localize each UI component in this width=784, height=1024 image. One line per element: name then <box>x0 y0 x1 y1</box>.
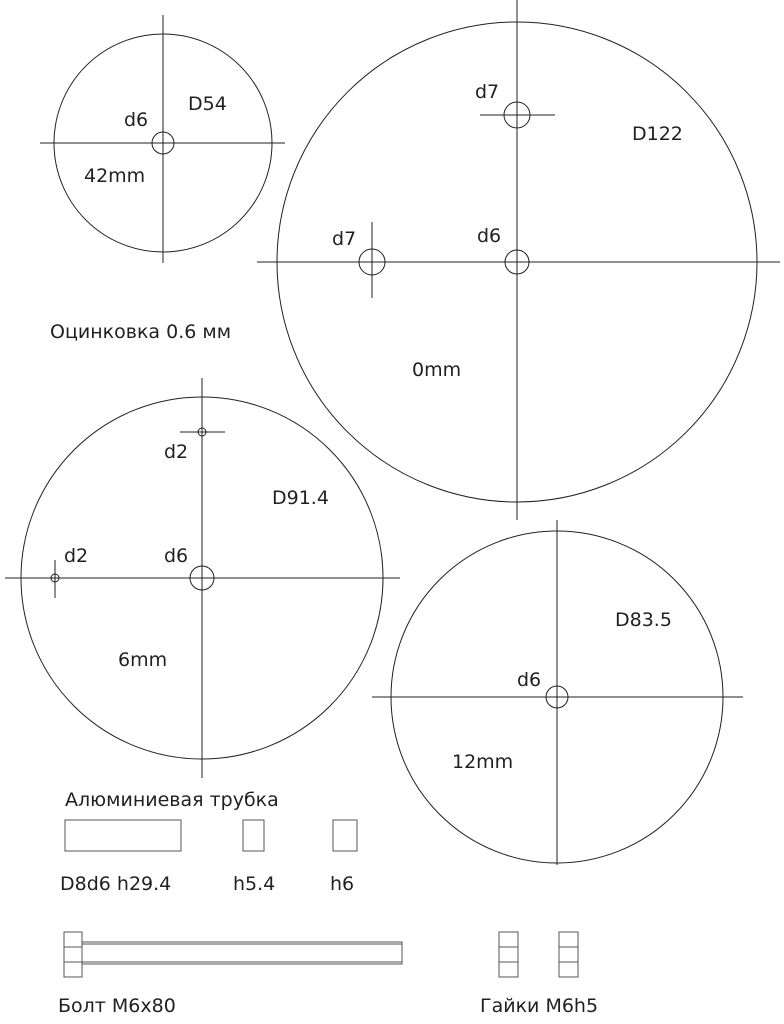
tube-label: h6 <box>330 873 354 895</box>
offset-label: 6mm <box>118 649 167 671</box>
disc-d91: d2 D91.4 d2 d6 6mm <box>5 378 400 778</box>
bolt-label: Болт М6х80 <box>58 995 176 1017</box>
tube-title: Алюминиевая трубка <box>65 789 279 811</box>
center-hole <box>504 249 530 275</box>
bolt <box>63 931 403 978</box>
center-hole <box>545 685 569 709</box>
hole-label: d6 <box>477 225 501 247</box>
hole-label: d6 <box>517 669 541 691</box>
bolt-head <box>63 931 83 978</box>
hole-label: d7 <box>475 81 499 103</box>
center-hole <box>189 565 215 591</box>
tube-part-spacer <box>332 819 358 852</box>
hole-label: d6 <box>124 109 148 131</box>
tube-label: D8d6 h29.4 <box>60 873 171 895</box>
tube-part-long <box>64 819 182 852</box>
offset-label: 0mm <box>412 359 461 381</box>
disc-d122: d7 D122 d7 d6 0mm <box>257 0 780 520</box>
diameter-label: D122 <box>632 123 683 145</box>
hole-label: d2 <box>164 441 188 463</box>
nut <box>558 931 579 978</box>
diameter-label: D54 <box>188 93 227 115</box>
bolt-shaft <box>81 941 403 965</box>
diameter-label: D83.5 <box>615 609 672 631</box>
hole-label: d6 <box>164 545 188 567</box>
hole-label: d7 <box>332 228 356 250</box>
nut <box>498 931 519 978</box>
tube-label: h5.4 <box>233 873 275 895</box>
diameter-label: D91.4 <box>272 487 329 509</box>
center-hole <box>151 131 175 155</box>
tube-part-short <box>242 819 265 852</box>
disc-d83: D83.5 d6 12mm <box>372 520 743 865</box>
offset-label: 42mm <box>84 165 145 187</box>
material-label: Оцинковка 0.6 мм <box>50 321 231 343</box>
disc-d54: d6 D54 42mm <box>40 15 285 263</box>
offset-label: 12mm <box>452 751 513 773</box>
nuts-label: Гайки М6h5 <box>480 995 598 1017</box>
hole-label: d2 <box>64 545 88 567</box>
